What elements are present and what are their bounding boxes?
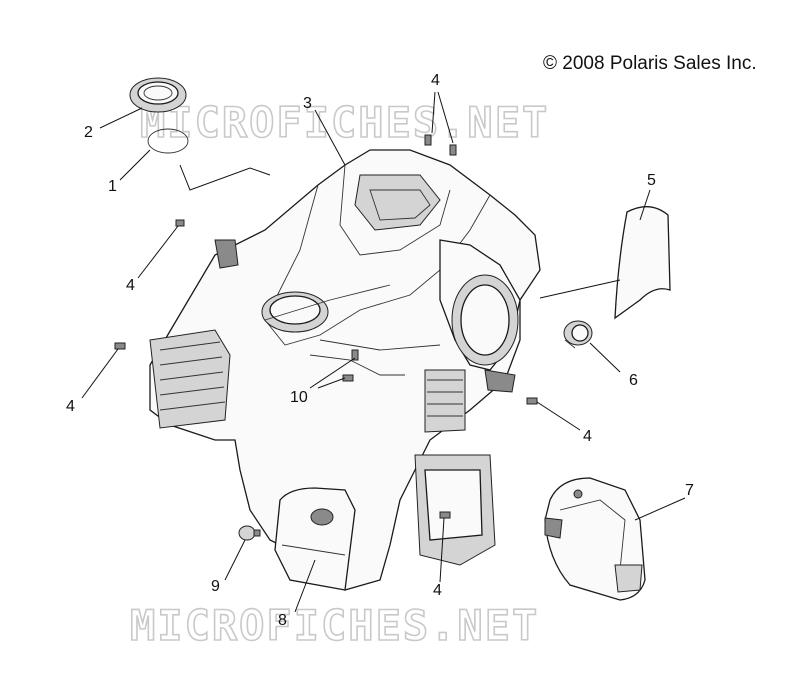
callout-4-top: 4 bbox=[431, 72, 440, 89]
part-3-front-cab bbox=[149, 149, 541, 591]
callout-4-lower-left: 4 bbox=[66, 398, 75, 415]
callout-5: 5 bbox=[647, 172, 656, 189]
leader-lines bbox=[81, 91, 686, 613]
callout-2: 2 bbox=[84, 124, 93, 141]
part-8-cover bbox=[274, 487, 356, 591]
callout-10: 10 bbox=[290, 389, 308, 406]
callout-4-bottom: 4 bbox=[433, 582, 442, 599]
callout-8: 8 bbox=[278, 612, 287, 629]
part-5-panel bbox=[614, 206, 671, 320]
callout-4-left: 4 bbox=[126, 277, 135, 294]
callout-4-right: 4 bbox=[583, 428, 592, 445]
part-7-side-panel bbox=[544, 477, 646, 601]
watermark-top: MICROFICHES.NET bbox=[140, 98, 549, 147]
part-1-gasket bbox=[147, 128, 189, 154]
callout-1: 1 bbox=[108, 178, 117, 195]
part-9-plug bbox=[238, 525, 261, 541]
part-2-cap-ring bbox=[129, 77, 187, 113]
callout-6: 6 bbox=[629, 372, 638, 389]
copyright-notice: © 2008 Polaris Sales Inc. bbox=[543, 53, 757, 74]
callout-7: 7 bbox=[685, 482, 694, 499]
watermark-bottom: MICROFICHES.NET bbox=[130, 601, 539, 650]
part-6-bezel bbox=[563, 320, 593, 349]
callout-3: 3 bbox=[303, 95, 312, 112]
callout-9: 9 bbox=[211, 578, 220, 595]
